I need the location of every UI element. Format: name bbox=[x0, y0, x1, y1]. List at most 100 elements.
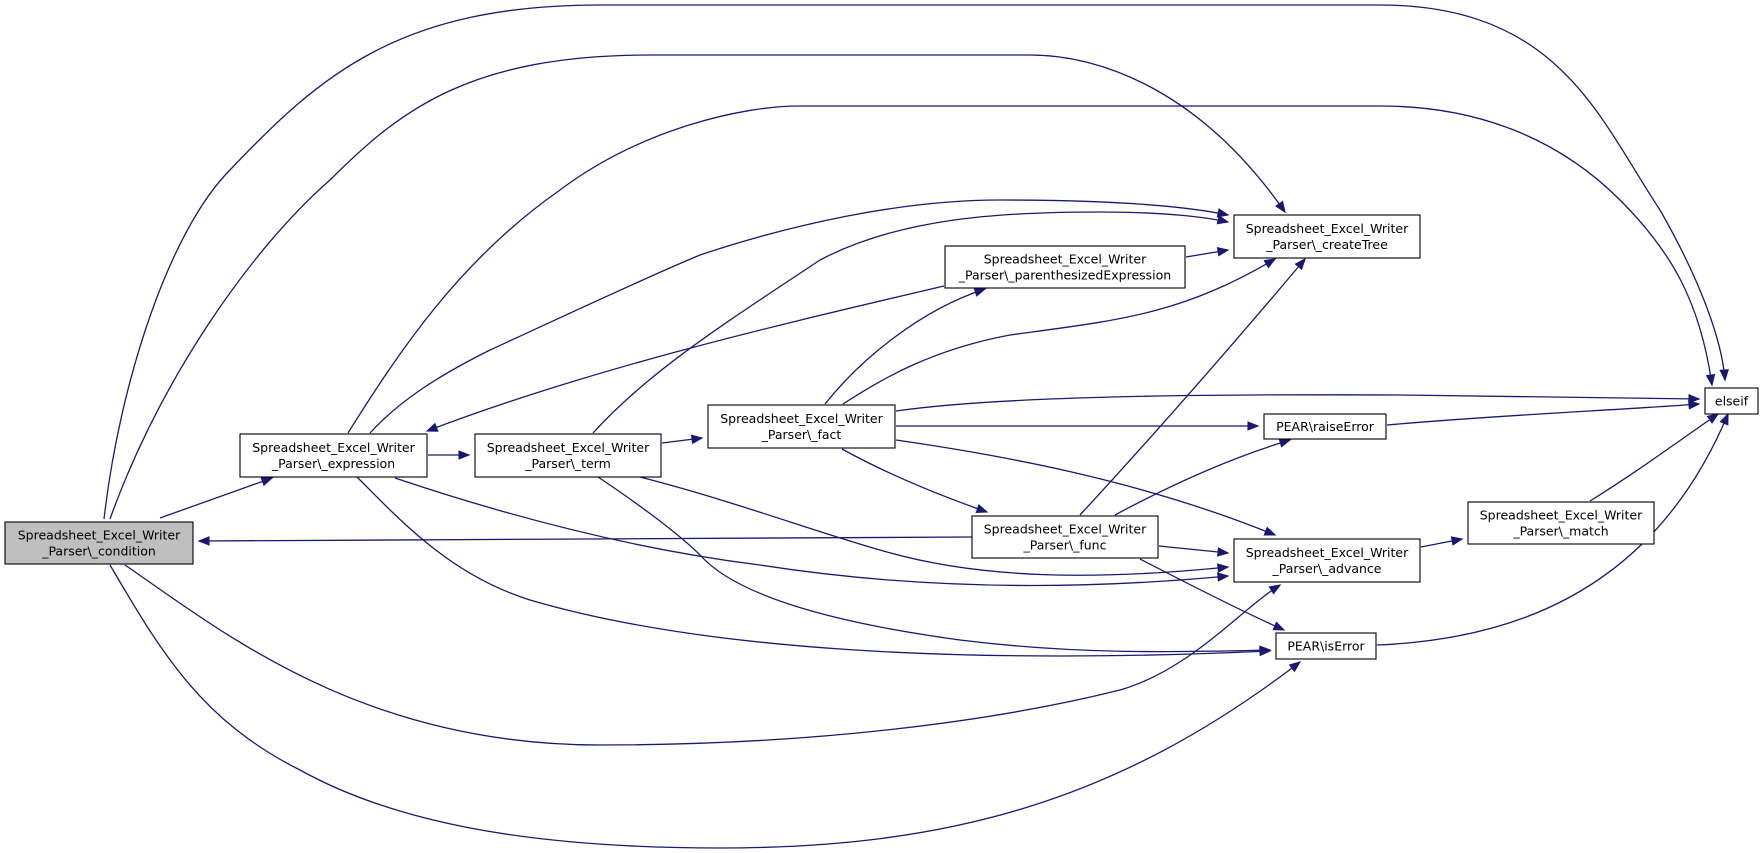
node-label-line: _Parser\_parenthesizedExpression bbox=[958, 268, 1171, 283]
edge-line bbox=[597, 476, 1271, 653]
edge-isError-to-elseif bbox=[1376, 412, 1729, 646]
edge-line bbox=[394, 477, 1229, 587]
arrowhead-icon bbox=[973, 287, 987, 297]
edge-expression-to-term bbox=[428, 450, 471, 460]
edge-line bbox=[198, 536, 973, 542]
arrowhead-icon bbox=[260, 477, 274, 487]
node-isError[interactable]: PEAR\isError bbox=[1275, 632, 1377, 660]
node-box bbox=[971, 515, 1159, 559]
edge-func-to-raiseError bbox=[1114, 438, 1292, 516]
edge-term-to-fact bbox=[661, 434, 704, 445]
node-label-line: Spreadsheet_Excel_Writer bbox=[1246, 545, 1409, 560]
node-box bbox=[1467, 501, 1655, 545]
edge-line bbox=[842, 258, 1276, 405]
edge-expression-to-advance bbox=[394, 477, 1230, 587]
node-label-line: _Parser\_advance bbox=[1272, 561, 1382, 576]
node-paren[interactable]: Spreadsheet_Excel_Writer_Parser\_parenth… bbox=[944, 245, 1186, 289]
node-label-line: PEAR\raiseError bbox=[1276, 419, 1375, 434]
node-fact[interactable]: Spreadsheet_Excel_Writer_Parser\_fact bbox=[707, 404, 896, 449]
edge-condition-to-isError bbox=[109, 564, 1302, 849]
arrowhead-icon bbox=[1216, 208, 1230, 218]
edge-line bbox=[639, 476, 1229, 576]
node-label-line: _Parser\_term bbox=[524, 456, 611, 471]
arrowhead-icon bbox=[1705, 373, 1716, 387]
edge-func-to-createTree bbox=[1079, 257, 1306, 516]
edge-line bbox=[824, 288, 986, 405]
arrowhead-icon bbox=[975, 503, 989, 514]
edge-line bbox=[426, 285, 945, 432]
arrowhead-icon bbox=[1263, 258, 1277, 269]
node-func[interactable]: Spreadsheet_Excel_Writer_Parser\_func bbox=[971, 515, 1159, 559]
node-label-line: _Parser\_func bbox=[1023, 538, 1107, 553]
node-expression[interactable]: Spreadsheet_Excel_Writer_Parser\_express… bbox=[239, 433, 428, 478]
arrowhead-icon bbox=[690, 434, 704, 445]
arrowhead-icon bbox=[1706, 413, 1720, 424]
edge-line bbox=[895, 394, 1700, 412]
arrowhead-icon bbox=[1688, 394, 1701, 404]
edge-line bbox=[356, 476, 1271, 657]
edge-func-to-isError bbox=[1139, 558, 1286, 631]
edge-advance-to-match bbox=[1420, 536, 1464, 548]
arrowhead-icon bbox=[1719, 369, 1730, 382]
arrowhead-icon bbox=[1294, 257, 1306, 271]
node-label-line: Spreadsheet_Excel_Writer bbox=[1480, 508, 1643, 523]
arrowhead-icon bbox=[1450, 536, 1464, 546]
node-elseif[interactable]: elseif bbox=[1704, 387, 1759, 415]
node-label-line: Spreadsheet_Excel_Writer bbox=[984, 522, 1147, 537]
edge-line bbox=[124, 564, 1281, 746]
node-box bbox=[1275, 632, 1377, 660]
node-box bbox=[4, 521, 194, 565]
edge-fact-to-raiseError bbox=[896, 421, 1260, 431]
edge-line bbox=[159, 477, 273, 519]
node-label-line: PEAR\isError bbox=[1287, 639, 1365, 654]
edge-line bbox=[1386, 403, 1700, 426]
node-box bbox=[944, 245, 1186, 289]
arrowhead-icon bbox=[1259, 645, 1272, 656]
arrowhead-icon bbox=[1719, 412, 1729, 426]
arrowhead-icon bbox=[1278, 438, 1292, 448]
node-createTree[interactable]: Spreadsheet_Excel_Writer_Parser\_createT… bbox=[1233, 214, 1421, 259]
node-label-line: _Parser\_fact bbox=[761, 427, 842, 442]
node-label-line: _Parser\_createTree bbox=[1265, 237, 1388, 252]
arrowhead-icon bbox=[1217, 547, 1230, 557]
node-label-line: Spreadsheet_Excel_Writer bbox=[252, 440, 415, 455]
edge-expression-to-elseif bbox=[347, 105, 1716, 434]
node-term[interactable]: Spreadsheet_Excel_Writer_Parser\_term bbox=[474, 433, 662, 478]
edge-fact-to-createTree bbox=[842, 258, 1277, 405]
edge-line bbox=[1158, 545, 1229, 554]
edge-line bbox=[1376, 413, 1729, 646]
node-label-line: Spreadsheet_Excel_Writer bbox=[18, 528, 181, 543]
node-box bbox=[239, 433, 428, 478]
edge-line bbox=[103, 4, 1726, 520]
arrowhead-icon bbox=[1217, 563, 1230, 573]
arrowhead-icon bbox=[1688, 400, 1701, 410]
edge-fact-to-func bbox=[841, 448, 989, 514]
edge-condition-to-elseif bbox=[103, 4, 1730, 520]
edge-line bbox=[1139, 558, 1285, 631]
node-match[interactable]: Spreadsheet_Excel_Writer_Parser\_match bbox=[1467, 501, 1655, 545]
edge-func-to-advance bbox=[1158, 545, 1230, 557]
edge-fact-to-elseif bbox=[895, 394, 1701, 412]
node-label-line: Spreadsheet_Excel_Writer bbox=[720, 411, 883, 426]
node-box bbox=[707, 404, 896, 449]
arrowhead-icon bbox=[1216, 246, 1230, 257]
arrowhead-icon bbox=[1288, 661, 1302, 673]
edge-line bbox=[109, 564, 1301, 849]
edge-paren-to-expression bbox=[425, 285, 945, 432]
nodes-layer: Spreadsheet_Excel_Writer_Parser\_conditi… bbox=[4, 214, 1759, 660]
edge-line bbox=[369, 199, 1229, 434]
node-raiseError[interactable]: PEAR\raiseError bbox=[1263, 413, 1387, 440]
node-box bbox=[1263, 413, 1387, 440]
edge-fact-to-paren bbox=[824, 287, 987, 405]
arrowhead-icon bbox=[1268, 584, 1282, 595]
arrowhead-icon bbox=[1216, 215, 1230, 225]
edges-layer bbox=[103, 4, 1730, 849]
arrowhead-icon bbox=[1272, 621, 1286, 631]
edge-line bbox=[592, 211, 1229, 434]
node-label-line: Spreadsheet_Excel_Writer bbox=[487, 440, 650, 455]
edge-expression-to-createTree bbox=[369, 199, 1230, 434]
node-condition[interactable]: Spreadsheet_Excel_Writer_Parser\_conditi… bbox=[4, 521, 194, 565]
node-advance[interactable]: Spreadsheet_Excel_Writer_Parser\_advance bbox=[1233, 538, 1421, 583]
edge-line bbox=[1589, 413, 1719, 502]
